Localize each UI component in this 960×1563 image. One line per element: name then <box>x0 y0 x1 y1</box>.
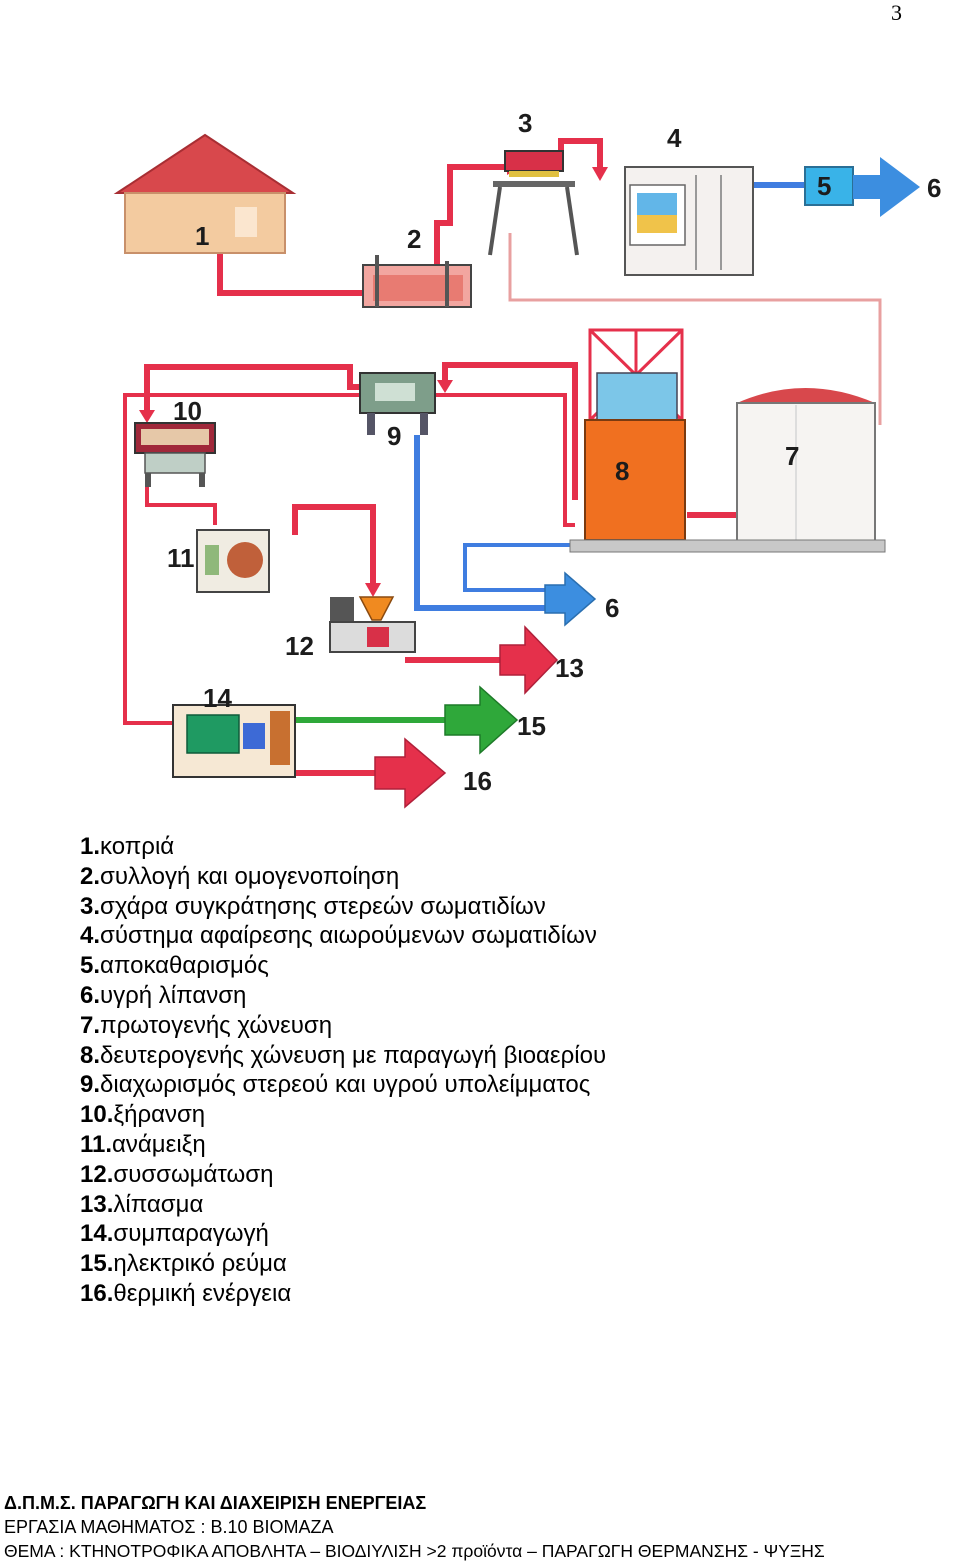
diagram-label-14: 14 <box>203 683 232 713</box>
diagram-label-10: 10 <box>173 396 202 426</box>
mixer <box>196 529 270 593</box>
diagram-label-9: 9 <box>387 421 401 451</box>
legend-item: 9.διαχωρισμός στερεού και υγρού υπολείμμ… <box>80 1071 591 1099</box>
footer-program: Δ.Π.Μ.Σ. ΠΑΡΑΓΩΓΗ ΚΑΙ ΔΙΑΧΕΙΡΙΣΗ ΕΝΕΡΓΕΙ… <box>4 1493 427 1513</box>
clarifier <box>804 166 854 206</box>
diagram-label-1: 1 <box>195 221 209 251</box>
flow-collection-to-screen <box>434 164 507 283</box>
legend-item: 15.ηλεκτρικό ρεύμα <box>80 1250 287 1278</box>
diagram-label-11: 11 <box>167 543 195 573</box>
flow-separation-to-drying <box>144 364 365 410</box>
legend-item: 5.αποκαθαρισμός <box>80 952 269 980</box>
diagram-label-6: 6 <box>927 173 941 203</box>
flow-return-line <box>508 233 882 425</box>
footer-course: ΕΡΓΑΣΙΑ ΜΑΘΗΜΑΤΟΣ : Β.10 ΒΙΟΜΑΖΑ <box>4 1517 334 1537</box>
legend-item: 3.σχάρα συγκράτησης στερεών σωματιδίων <box>80 892 546 920</box>
fertilizer-arrow <box>499 625 559 695</box>
flow-manure-to-collection <box>217 235 363 296</box>
suspended-solids-separator <box>624 166 754 276</box>
diagram-label-3: 3 <box>518 108 532 138</box>
liquid-fertilizer-arrow <box>544 571 597 627</box>
diagram-label-16: 16 <box>463 766 492 796</box>
dryer <box>134 422 216 487</box>
diagram-label-6: 6 <box>605 593 619 623</box>
legend-item: 6.υγρή λίπανση <box>80 981 247 1009</box>
legend-item: 14.συμπαραγωγή <box>80 1220 269 1248</box>
flow-biogas-to-cogeneration <box>123 393 575 725</box>
legend-item: 10.ξήρανση <box>80 1101 206 1129</box>
diagram-label-8: 8 <box>615 456 629 486</box>
flow-mixing-to-pelletizing <box>292 504 376 583</box>
flow-screen-to-separator <box>558 138 603 167</box>
page-footer: Δ.Π.Μ.Σ. ΠΑΡΑΓΩΓΗ ΚΑΙ ΔΙΑΧΕΙΡΙΣΗ ΕΝΕΡΓΕΙ… <box>4 1491 956 1563</box>
diagram-label-4: 4 <box>667 123 682 153</box>
legend-item: 16.θερμική ενέργεια <box>80 1279 292 1307</box>
diagram-label-13: 13 <box>555 653 584 683</box>
legend-item: 8.δευτερογενής χώνευση με παραγωγή βιοαε… <box>80 1041 607 1069</box>
legend-item: 7.πρωτογενής χώνευση <box>80 1011 333 1039</box>
page-number: 3 <box>891 0 902 25</box>
legend-list: 1.κοπριά 2.συλλογή και ομογενοποίηση 3.σ… <box>80 832 606 1309</box>
flow-drying-to-mixing <box>145 485 217 525</box>
manure-barn <box>113 133 297 254</box>
electricity-arrow <box>444 685 519 755</box>
footer-topic: ΘΕΜΑ : ΚΤΗΝΟΤΡΟΦΙΚΑ ΑΠΟΒΛΗΤΑ – ΒΙΟΔΙΥΛΙΣ… <box>4 1541 825 1561</box>
diagram-labels: 1 2 3 4 5 6 6 7 8 9 10 11 12 13 14 15 16 <box>167 108 941 796</box>
primary-digester <box>736 388 876 544</box>
heat-arrow <box>374 737 447 809</box>
collection-tank <box>362 255 472 308</box>
secondary-digester <box>569 328 886 553</box>
diagram-label-12: 12 <box>285 631 314 661</box>
legend-item: 2.συλλογή και ομογενοποίηση <box>80 862 400 890</box>
cogeneration-unit <box>172 704 296 778</box>
legend-item: 11.ανάμειξη <box>80 1130 206 1158</box>
flow-digester-to-separation <box>442 362 578 500</box>
solids-screen <box>488 150 579 256</box>
pelletizer <box>329 596 416 653</box>
diagram-label-7: 7 <box>785 441 799 471</box>
legend-item: 4.σύστημα αφαίρεσης αιωρούμενων σωματιδί… <box>80 922 597 950</box>
diagram-label-2: 2 <box>407 224 421 254</box>
solid-liquid-separator <box>359 372 436 435</box>
liquid-fertilizer-arrow-top <box>853 157 920 217</box>
legend-item: 1.κοπριά <box>80 833 175 860</box>
biogas-process-diagram: 1 2 3 4 5 6 6 7 8 9 10 11 12 13 14 15 16 <box>105 105 955 825</box>
legend-item: 12.συσσωμάτωση <box>80 1160 274 1188</box>
diagram-label-15: 15 <box>517 711 546 741</box>
flow-digester-to-liquid <box>463 543 575 592</box>
flow-separation-to-liquid <box>414 435 570 611</box>
legend-item: 13.λίπασμα <box>80 1190 204 1218</box>
diagram-label-5: 5 <box>817 171 831 201</box>
